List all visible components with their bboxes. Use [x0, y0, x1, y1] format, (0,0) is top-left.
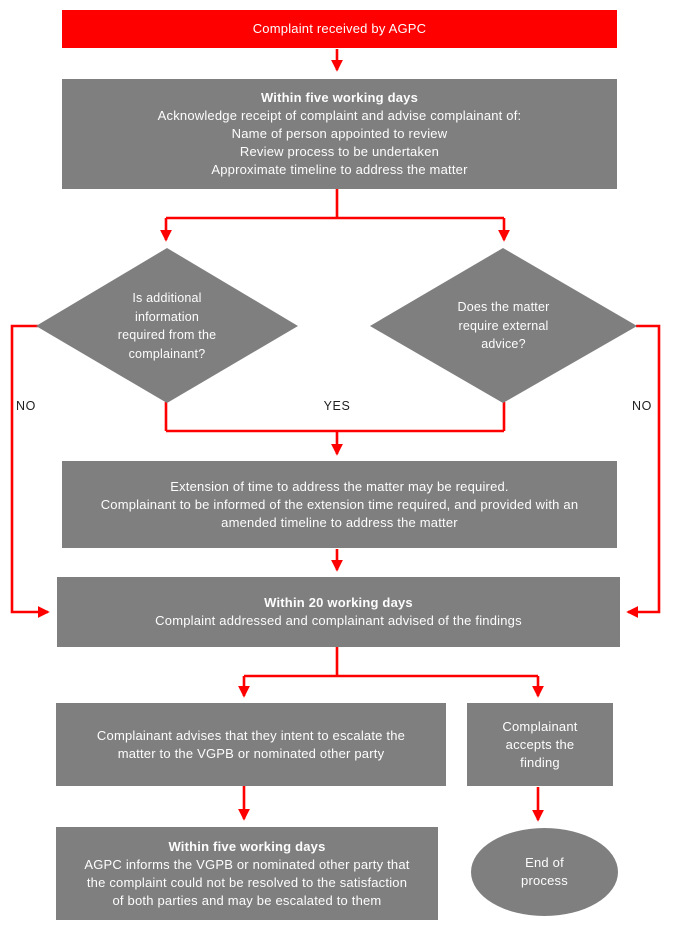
connector-acknowledge-split [166, 189, 504, 220]
connector-within20-split [244, 647, 538, 678]
node-complaint-received: Complaint received by AGPC [62, 10, 617, 48]
node-end-of-process: End of process [471, 828, 618, 916]
node-extension-of-time: Extension of time to address the matter … [62, 461, 617, 548]
branch-label-yes: YES [323, 399, 351, 413]
node-complainant-accepts: Complainant accepts the finding [467, 703, 613, 786]
node-accepts-body: Complainant accepts the finding [502, 718, 578, 770]
node-acknowledge-title: Within five working days [260, 90, 419, 105]
node-agpc-informs-vgpb: Within five working days AGPC informs th… [56, 827, 438, 920]
node-within-20-body: Complaint addressed and complainant advi… [155, 613, 522, 628]
node-escalate-body: Complainant advises that they intent to … [96, 727, 406, 761]
node-within-20-title: Within 20 working days [264, 595, 413, 610]
node-end-body: End of process [521, 855, 568, 888]
node-inform-title: Within five working days [168, 838, 326, 854]
decision-external-advice-text: Does the matter require external advice? [457, 300, 550, 351]
node-acknowledge-body: Acknowledge receipt of complaint and adv… [157, 108, 522, 177]
node-inform-body: AGPC informs the VGPB or nominated other… [84, 856, 410, 908]
node-acknowledge-receipt: Within five working days Acknowledge rec… [62, 79, 617, 189]
decision-additional-info-diamond [36, 248, 298, 403]
connector-no-right [626, 324, 661, 618]
node-within-20-days: Within 20 working days Complaint address… [57, 577, 620, 647]
node-complaint-received-text: Complaint received by AGPC [252, 21, 427, 36]
connector-yes-merge [164, 402, 506, 433]
decision-external-advice-diamond [370, 248, 637, 403]
node-escalate-to-vgpb: Complainant advises that they intent to … [56, 703, 446, 786]
branch-label-no-right: NO [632, 399, 652, 413]
branch-label-no-left: NO [16, 399, 36, 413]
connector-no-left [10, 324, 50, 618]
node-extension-body: Extension of time to address the matter … [100, 478, 579, 530]
decision-additional-info-text: Is additional information required from … [117, 291, 217, 361]
